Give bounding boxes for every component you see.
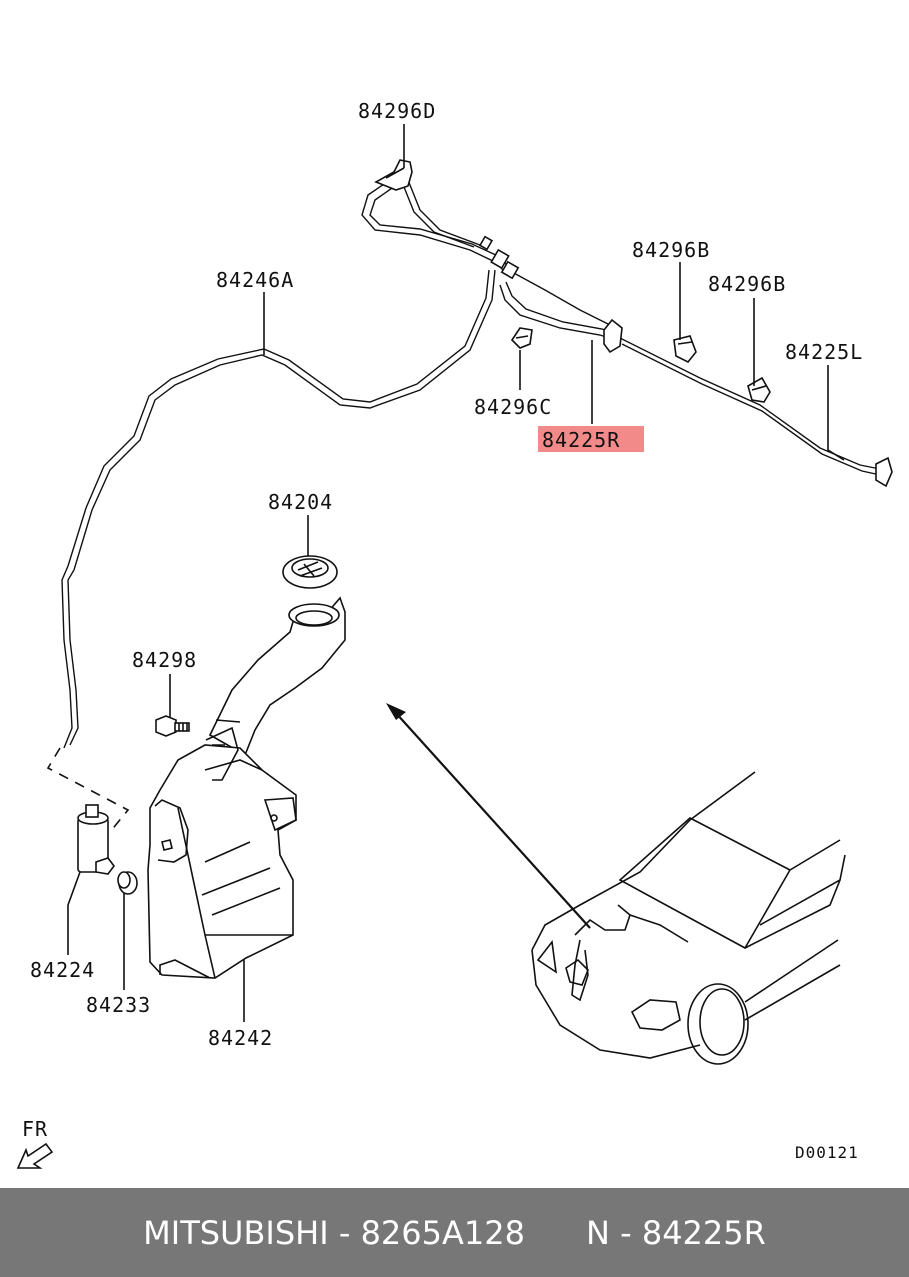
leader-lines <box>67 124 845 1022</box>
label-84242: 84242 <box>208 1026 273 1050</box>
label-84296B-2: 84296B <box>708 272 786 296</box>
diagram-code: D00121 <box>795 1143 859 1162</box>
nozzle-84225L-end <box>875 456 893 488</box>
washer-parts-diagram: 84296D 84246A 84296B 84296B 84225L 84296… <box>16 99 893 1169</box>
bolt-84298 <box>155 715 190 737</box>
nozzle-84296D <box>374 159 413 191</box>
grommet-84233 <box>117 871 138 895</box>
highlight-84225R <box>538 426 644 452</box>
washer-tank-84242 <box>147 596 346 979</box>
clip-84296B-2 <box>747 376 771 403</box>
hose-upper-loop <box>361 179 509 273</box>
tank-cap-84204 <box>282 555 338 589</box>
label-84225L: 84225L <box>785 340 863 364</box>
hose-joint <box>478 235 520 280</box>
front-direction-arrow <box>16 1142 54 1169</box>
hose-84225L <box>619 337 886 477</box>
hose-84225R <box>499 271 618 341</box>
footer-gap <box>525 1214 586 1252</box>
dashed-connection <box>46 747 130 833</box>
label-84204: 84204 <box>268 490 333 514</box>
label-84298: 84298 <box>132 648 197 672</box>
label-84224: 84224 <box>30 958 95 982</box>
footer-brand-part-number: MITSUBISHI - 8265A128 <box>143 1213 525 1252</box>
label-84246A: 84246A <box>216 268 294 292</box>
part-footer-bar: MITSUBISHI - 8265A128 N - 84225R <box>0 1188 909 1277</box>
locator-arrow <box>386 703 591 929</box>
hose-84246A <box>61 269 496 749</box>
label-84225R: 84225R <box>542 428 620 452</box>
clip-84225R-end <box>603 318 623 354</box>
clip-84296C <box>510 327 533 349</box>
label-84296D: 84296D <box>358 99 436 123</box>
label-84233: 84233 <box>86 993 151 1017</box>
vehicle-locator <box>531 771 846 1065</box>
label-84296B-1: 84296B <box>632 238 710 262</box>
footer-reference-number: N - 84225R <box>586 1213 766 1252</box>
label-fr: FR <box>22 1117 48 1141</box>
clip-84296B-1 <box>673 335 697 364</box>
washer-pump-84224 <box>77 804 115 875</box>
label-84296C: 84296C <box>474 395 552 419</box>
